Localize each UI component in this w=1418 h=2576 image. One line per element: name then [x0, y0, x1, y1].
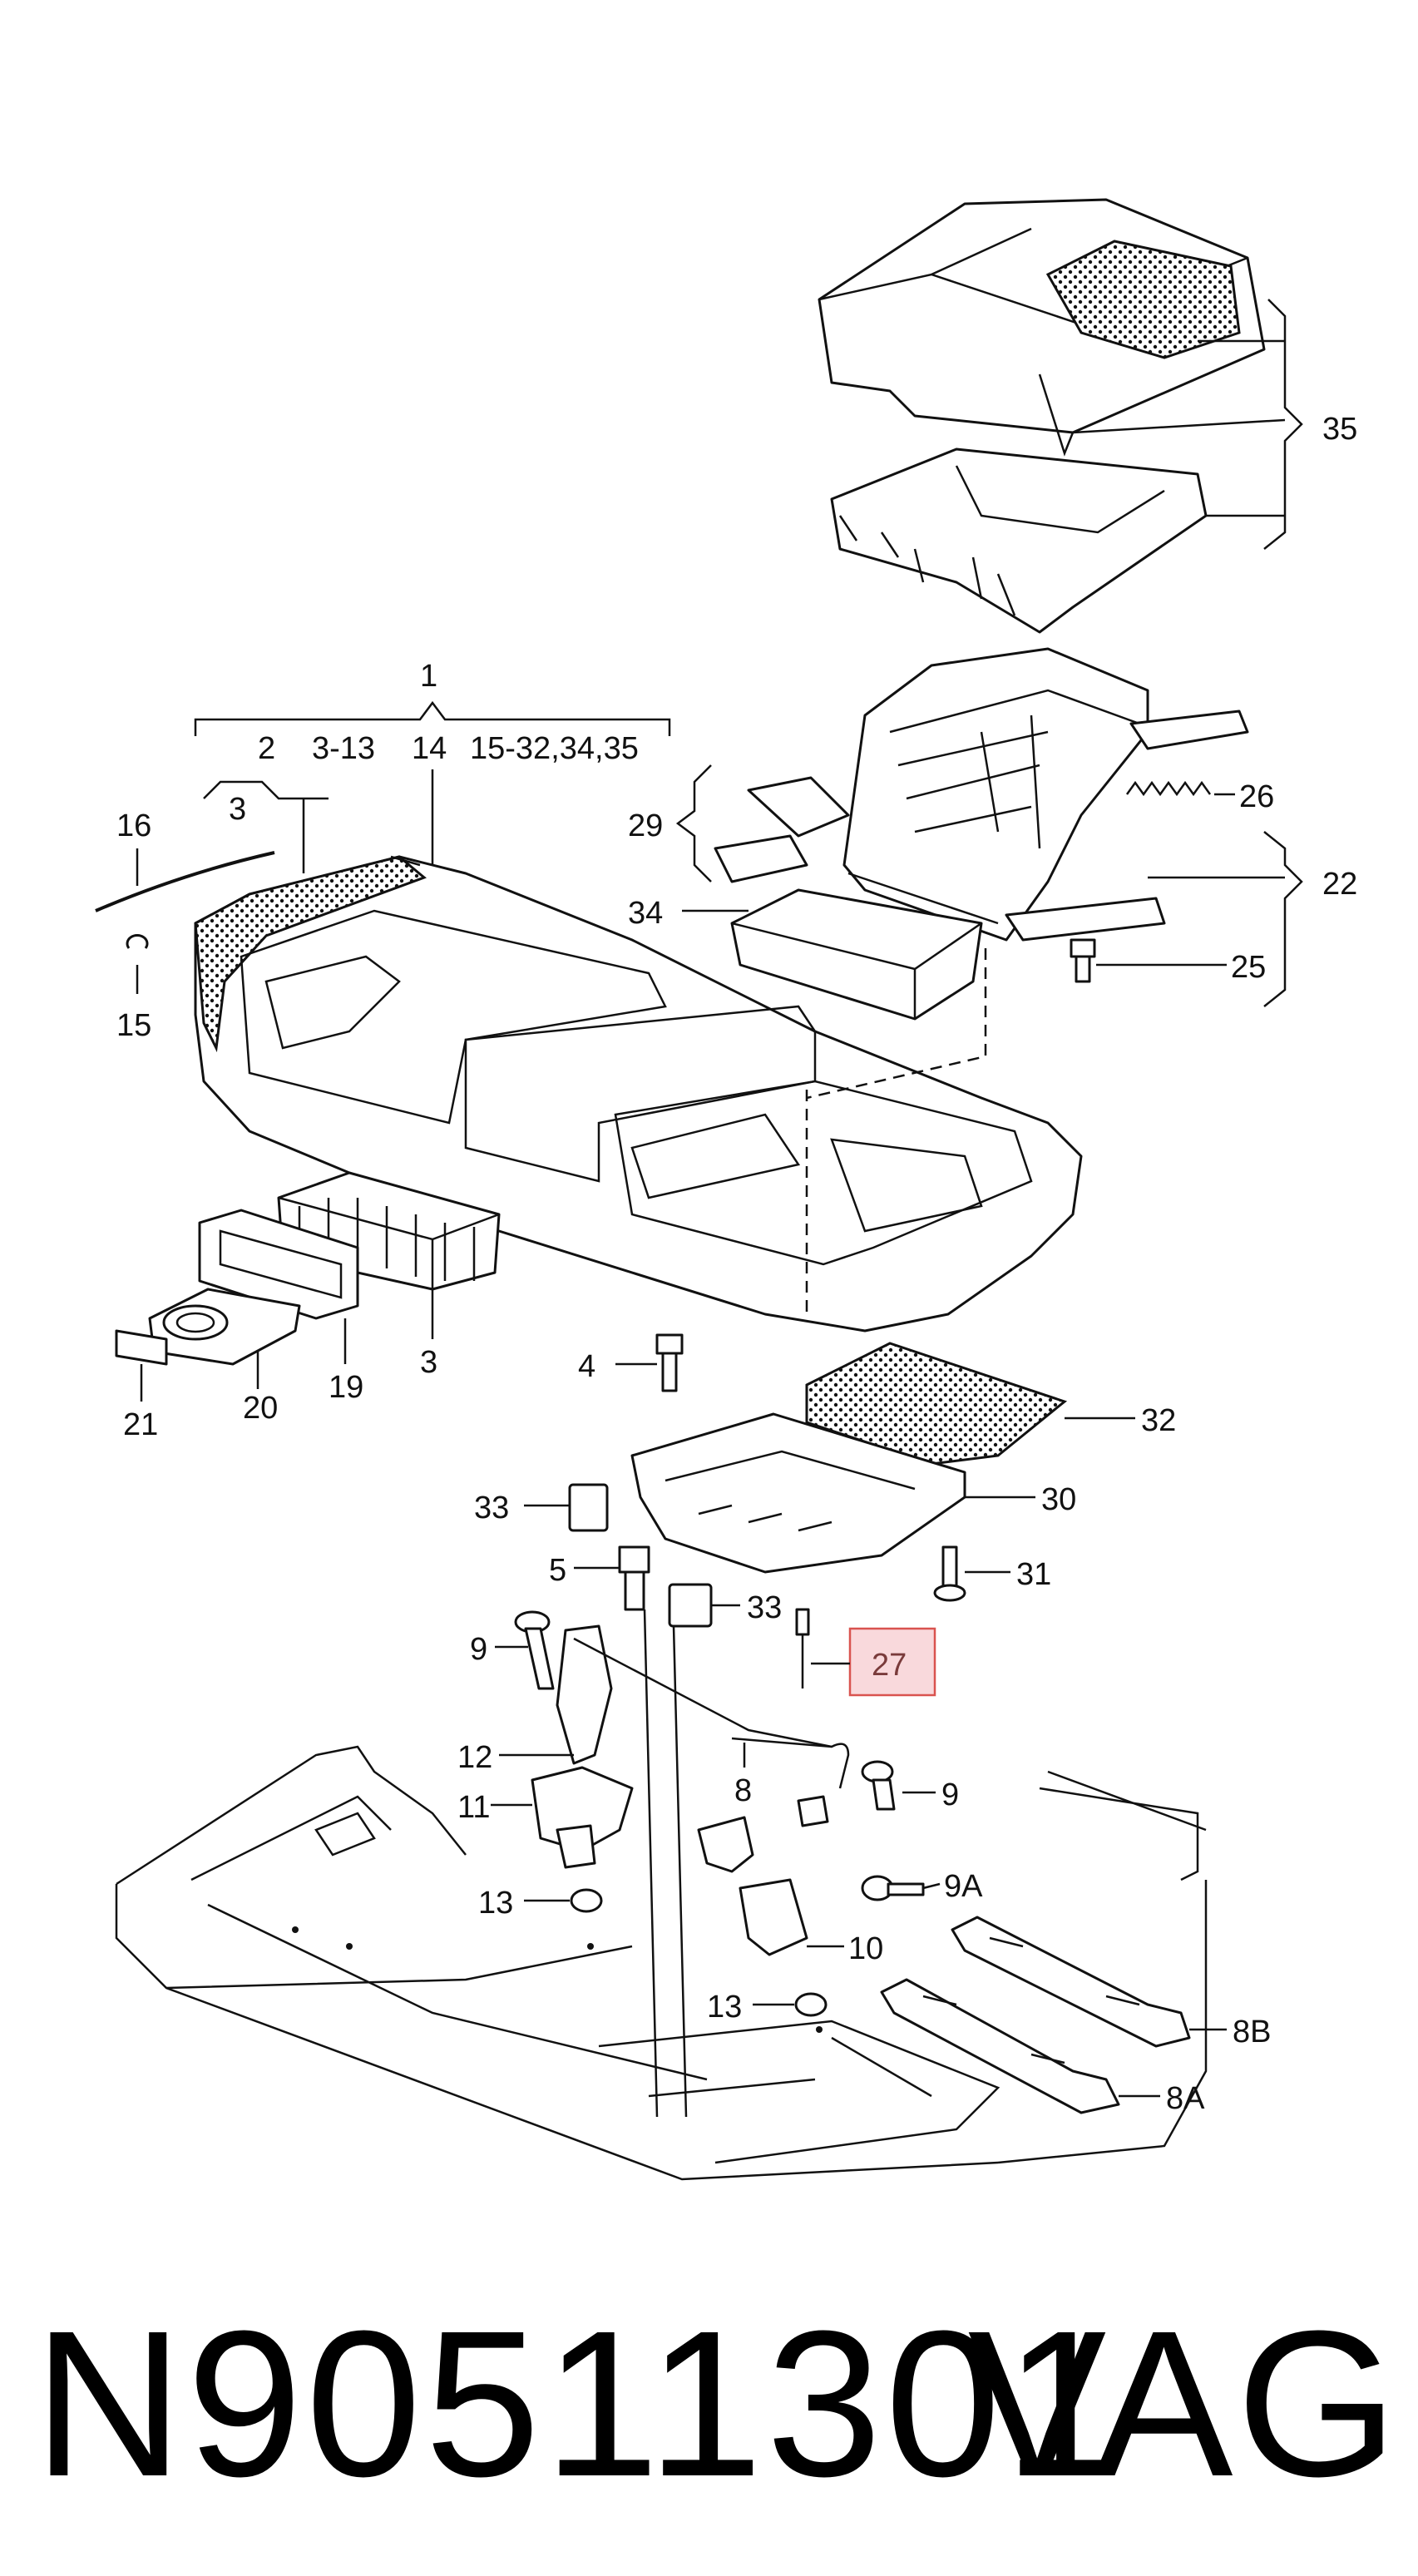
callout-19: 19	[329, 1370, 363, 1405]
callout-13b: 13	[707, 1990, 742, 2025]
bracket-12	[556, 1624, 833, 1765]
callout-25: 25	[1231, 950, 1266, 985]
clip-33a	[568, 1483, 609, 1532]
callout-15-32: 15-32,34,35	[470, 731, 639, 766]
brand-label: VAG	[967, 2287, 1401, 2519]
callout-32: 32	[1141, 1403, 1176, 1438]
floor-pan	[115, 1745, 1208, 2181]
washer-13-right	[794, 1992, 828, 2017]
footer: N90511301 VAG	[0, 2279, 1418, 2529]
clip-15	[126, 933, 149, 949]
rivet-27	[795, 1608, 810, 1688]
floor-bracket-30	[630, 1412, 966, 1574]
pad-34	[730, 888, 983, 1021]
armrest-cushion	[818, 198, 1266, 457]
callout-35: 35	[1322, 412, 1357, 447]
bolt-9A	[861, 1875, 925, 1901]
callout-8B: 8B	[1233, 2015, 1271, 2049]
cap-21	[115, 1329, 168, 1366]
callout-8: 8	[734, 1773, 752, 1808]
bolt-9-right	[861, 1760, 896, 1811]
callout-30: 30	[1041, 1482, 1076, 1517]
rail-8B	[951, 1916, 1191, 2048]
callout-34: 34	[628, 896, 663, 931]
callout-33b: 33	[747, 1590, 782, 1625]
bracket-22	[1263, 831, 1303, 1007]
callout-4: 4	[578, 1349, 595, 1384]
callout-14: 14	[412, 731, 447, 766]
callout-29: 29	[628, 808, 663, 843]
callout-3-13: 3-13	[312, 731, 375, 766]
bolt-9-left	[514, 1610, 555, 1690]
callout-33a: 33	[474, 1491, 509, 1525]
callout-10: 10	[848, 1931, 883, 1966]
pad-32	[805, 1342, 1068, 1466]
trim-strip-16	[95, 851, 275, 912]
callout-3a: 3	[229, 792, 246, 827]
armrest-base-frame	[830, 447, 1208, 634]
rod-left	[643, 1609, 688, 2118]
part-number: N90511301	[33, 2287, 1124, 2519]
bracket-1	[194, 700, 671, 736]
callout-22: 22	[1322, 867, 1357, 902]
washer-13-left	[570, 1888, 603, 1913]
frame-19	[198, 1209, 359, 1320]
callout-13a: 13	[478, 1886, 513, 1921]
trim-cover-29	[714, 776, 850, 883]
rear-seat-cushion	[194, 855, 1083, 1332]
callout-20: 20	[243, 1391, 278, 1426]
callout-8A: 8A	[1166, 2081, 1205, 2116]
screw-4	[655, 1333, 684, 1392]
callout-12: 12	[457, 1740, 492, 1775]
bracket-29	[675, 764, 712, 883]
callout-16: 16	[116, 808, 151, 843]
center-console-mechanism	[842, 647, 1249, 942]
callout-1: 1	[420, 659, 437, 694]
cable-8	[731, 1737, 850, 1789]
buckle-11	[531, 1766, 634, 1869]
clip-33b	[668, 1583, 713, 1628]
callout-5: 5	[549, 1553, 566, 1588]
callout-15: 15	[116, 1008, 151, 1043]
callout-26: 26	[1239, 779, 1274, 814]
nut-5	[618, 1545, 650, 1611]
callout-9a: 9	[470, 1632, 487, 1667]
callout-3b: 3	[420, 1345, 437, 1380]
spring-26	[1125, 780, 1212, 797]
callout-9A: 9A	[944, 1869, 983, 1904]
callout-21: 21	[123, 1407, 158, 1442]
rail-8A	[880, 1978, 1120, 2114]
highlight-27	[848, 1627, 936, 1697]
callout-9b: 9	[941, 1777, 959, 1812]
callout-31: 31	[1016, 1557, 1051, 1592]
bracket-35	[1263, 299, 1303, 550]
callout-27: 27	[872, 1648, 907, 1683]
callout-11: 11	[457, 1790, 490, 1825]
buckle-10	[697, 1795, 829, 1956]
dashed-guide-mech	[806, 948, 987, 1100]
bolt-31	[933, 1545, 966, 1602]
callout-2: 2	[258, 731, 275, 766]
screw-25	[1070, 938, 1096, 983]
exploded-parts-diagram: 35 26 25 22 29 34 1 2 3-13 14 15-32,34,3…	[95, 198, 1357, 2181]
